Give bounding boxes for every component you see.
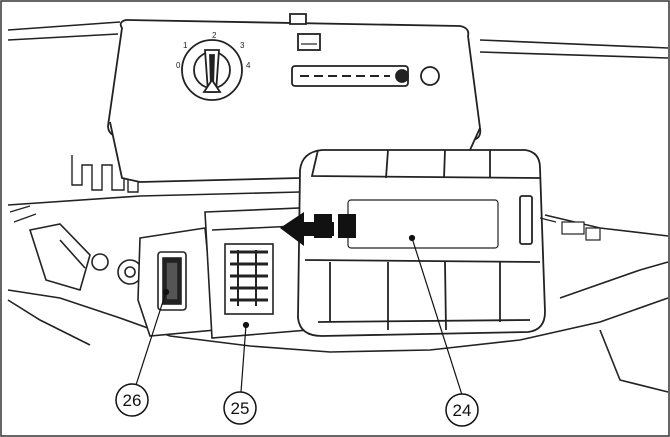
insert-arrow (280, 212, 356, 246)
leader-lines (135, 234, 463, 396)
callout-26: 26 (115, 383, 149, 417)
callout-label-26: 26 (123, 391, 142, 410)
callout-25: 25 (223, 391, 257, 425)
battery-pack (297, 149, 546, 337)
lock-mechanism (28, 223, 216, 337)
dial-tick-4: 4 (246, 61, 251, 70)
dial-tick-0: 0 (176, 61, 181, 70)
dial-tick-2: 2 (212, 31, 217, 40)
display-icon (297, 33, 321, 51)
machine-body (7, 21, 669, 393)
leader-25 (240, 324, 247, 393)
leader-24 (411, 237, 463, 396)
dial-ticks: 0 1 2 3 4 (176, 31, 251, 70)
control-panel (107, 13, 482, 183)
callout-label-25: 25 (231, 399, 250, 418)
callout-24: 24 (445, 393, 479, 427)
callout-label-24: 24 (453, 401, 472, 420)
side-markings (9, 205, 601, 241)
dial-tick-3: 3 (240, 41, 245, 50)
dial-tick-1: 1 (183, 41, 188, 50)
leader-26 (135, 291, 167, 386)
